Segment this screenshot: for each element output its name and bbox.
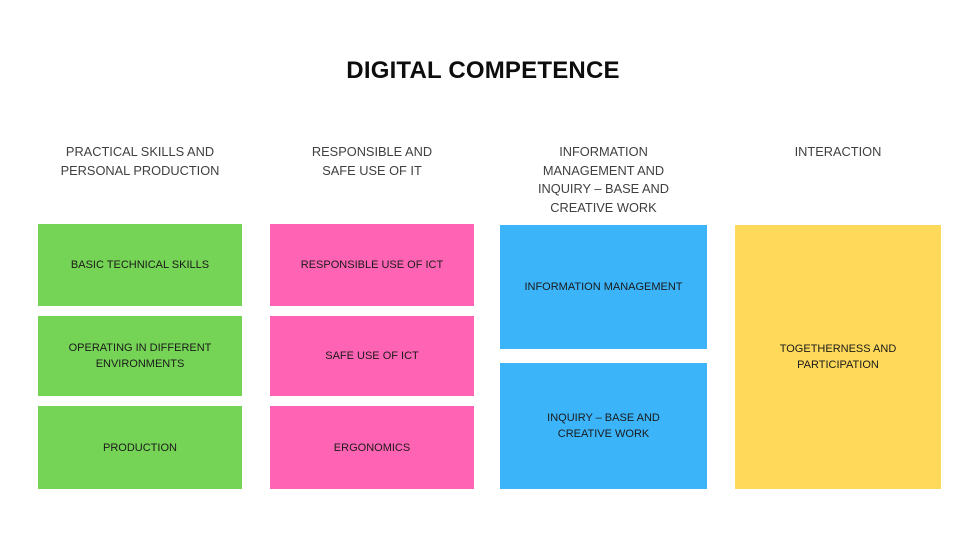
block-production[interactable]: PRODUCTION: [38, 406, 242, 489]
column-header-information-management: INFORMATION MANAGEMENT AND INQUIRY – BAS…: [537, 144, 670, 215]
block-safe-use-of-ict[interactable]: SAFE USE OF ICT: [270, 316, 474, 396]
block-basic-technical-skills[interactable]: BASIC TECHNICAL SKILLS: [38, 224, 242, 306]
block-responsible-use-of-ict[interactable]: RESPONSIBLE USE OF ICT: [270, 224, 474, 306]
block-togetherness-and-participation[interactable]: TOGETHERNESS AND PARTICIPATION: [735, 225, 941, 489]
block-inquiry-base-and-creative-work[interactable]: INQUIRY – BASE AND CREATIVE WORK: [500, 363, 707, 489]
column-header-practical-skills: PRACTICAL SKILLS AND PERSONAL PRODUCTION: [60, 144, 220, 178]
block-information-management[interactable]: INFORMATION MANAGEMENT: [500, 225, 707, 349]
block-ergonomics[interactable]: ERGONOMICS: [270, 406, 474, 489]
page-title: DIGITAL COMPETENCE: [346, 57, 620, 84]
column-header-responsible-safe-use: RESPONSIBLE AND SAFE USE OF IT: [311, 144, 433, 178]
block-operating-in-different-environments[interactable]: OPERATING IN DIFFERENT ENVIRONMENTS: [38, 316, 242, 396]
column-header-interaction: INTERACTION: [794, 144, 882, 159]
